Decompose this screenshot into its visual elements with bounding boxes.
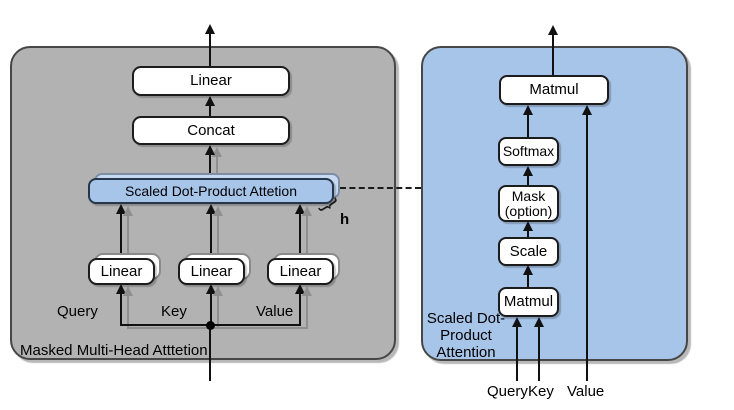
q-to-sdpa-arrowhead-icon (116, 204, 126, 214)
query-line-arrowhead-icon (512, 317, 522, 327)
block-linear-key: Linear (178, 258, 245, 285)
concat-to-linear-arrow (209, 104, 211, 116)
right-panel-title-line1: Scaled Dot- (426, 310, 506, 327)
right-panel-title-line2: Product (440, 327, 492, 344)
block-concat: Concat (132, 116, 290, 145)
q-to-sdpa-arrow (120, 212, 122, 257)
k-to-sdpa-arrowhead-icon (206, 204, 216, 214)
sdpa-to-concat-gray-arrowhead-icon (212, 147, 222, 157)
key-input-gray-arrowhead-icon (213, 286, 223, 296)
value-input-arrow (299, 292, 301, 325)
label-value-right: Value (567, 383, 605, 400)
block-linear-value-label: Linear (279, 262, 322, 280)
v-to-sdpa-arrow (299, 212, 301, 257)
block-matmul-top-label: Matmul (529, 81, 579, 99)
block-mask-label: Mask (511, 187, 546, 204)
v-to-sdpa-arrowhead-icon (295, 204, 305, 214)
k-to-sdpa-arrow (210, 212, 212, 257)
q-to-sdpa-gray-arrow (127, 214, 129, 258)
block-scaled-dot-product-attention: Scaled Dot-Product Attetion (88, 178, 334, 204)
heads-count-label: h (340, 211, 350, 228)
branch-junction-dot (206, 321, 215, 330)
block-matmul-top: Matmul (499, 75, 609, 105)
query-input-gray-arrowhead-icon (123, 286, 133, 296)
label-key-left: Key (161, 303, 187, 320)
block-linear-query: Linear (88, 258, 155, 285)
block-matmul-bottom: Matmul (498, 287, 559, 317)
block-scale: Scale (498, 237, 559, 266)
block-linear-top: Linear (132, 66, 290, 96)
label-query-left: Query (57, 303, 98, 320)
scale-to-mask-arrowhead-icon (523, 221, 533, 231)
k-to-sdpa-gray-arrowhead-icon (213, 206, 223, 216)
v-to-sdpa-gray-arrowhead-icon (302, 206, 312, 216)
block-softmax: Softmax (498, 137, 559, 166)
block-concat-label: Concat (187, 121, 235, 139)
v-to-sdpa-gray-arrow (306, 214, 308, 258)
mask-to-softmax-arrowhead-icon (523, 166, 533, 176)
matmul-to-scale-arrowhead-icon (523, 265, 533, 275)
softmax-to-matmul-arrowhead-icon (523, 105, 533, 115)
sdpa-detail-dashed-connector (340, 187, 421, 189)
query-input-gray-arrow (127, 294, 129, 327)
sdpa-to-concat-arrowhead-icon (205, 145, 215, 155)
softmax-to-matmul-arrow (527, 113, 529, 137)
block-mask-option-label: (option) (504, 202, 553, 219)
block-sdpa-label: Scaled Dot-Product Attetion (125, 182, 297, 199)
key-input-arrow (210, 292, 212, 325)
sdpa-to-concat-gray-arrow (216, 155, 218, 173)
sdpa-output-arrow (552, 33, 554, 75)
block-softmax-label: Softmax (502, 143, 555, 160)
query-input-arrowhead-icon (116, 284, 126, 294)
block-linear-key-label: Linear (190, 262, 233, 280)
mask-to-softmax-arrow (527, 174, 529, 185)
matmul-to-scale-arrow (527, 273, 529, 287)
key-line-arrowhead-icon (534, 317, 544, 327)
label-value-left: Value (256, 303, 294, 320)
sdpa-output-arrowhead-icon (548, 25, 558, 35)
scale-to-mask-arrow (527, 229, 529, 237)
key-input-arrowhead-icon (206, 284, 216, 294)
sdpa-to-concat-arrow (209, 153, 211, 178)
output-arrowhead-icon (205, 24, 215, 34)
value-input-arrowhead-icon (295, 284, 305, 294)
block-scale-label: Scale (509, 242, 548, 260)
block-linear-top-label: Linear (190, 72, 232, 90)
q-to-sdpa-gray-arrowhead-icon (123, 206, 133, 216)
right-panel-title: Scaled Dot- Product Attention (424, 310, 508, 361)
right-panel-title-line3: Attention (436, 344, 496, 361)
key-line (538, 325, 540, 381)
input-branch-gray-line (127, 327, 308, 329)
query-input-arrow (120, 292, 122, 325)
block-linear-query-label: Linear (100, 262, 143, 280)
value-input-gray-arrowhead-icon (302, 286, 312, 296)
label-key-right: Key (528, 383, 554, 400)
value-line-arrowhead-icon (582, 105, 592, 115)
query-line (516, 325, 518, 381)
value-line (586, 113, 588, 381)
left-panel-title: Masked Multi-Head Atttetion (20, 342, 208, 359)
value-input-gray-arrow (306, 294, 308, 327)
block-matmul-bottom-label: Matmul (503, 293, 554, 311)
bottom-input-line (209, 325, 211, 381)
key-input-gray-arrow (217, 294, 219, 327)
output-arrow (209, 32, 211, 66)
block-linear-value: Linear (267, 258, 334, 285)
concat-to-linear-arrowhead-icon (205, 96, 215, 106)
block-mask-option: Mask (option) (498, 185, 559, 222)
k-to-sdpa-gray-arrow (217, 214, 219, 258)
label-query-right: Query (487, 383, 528, 400)
